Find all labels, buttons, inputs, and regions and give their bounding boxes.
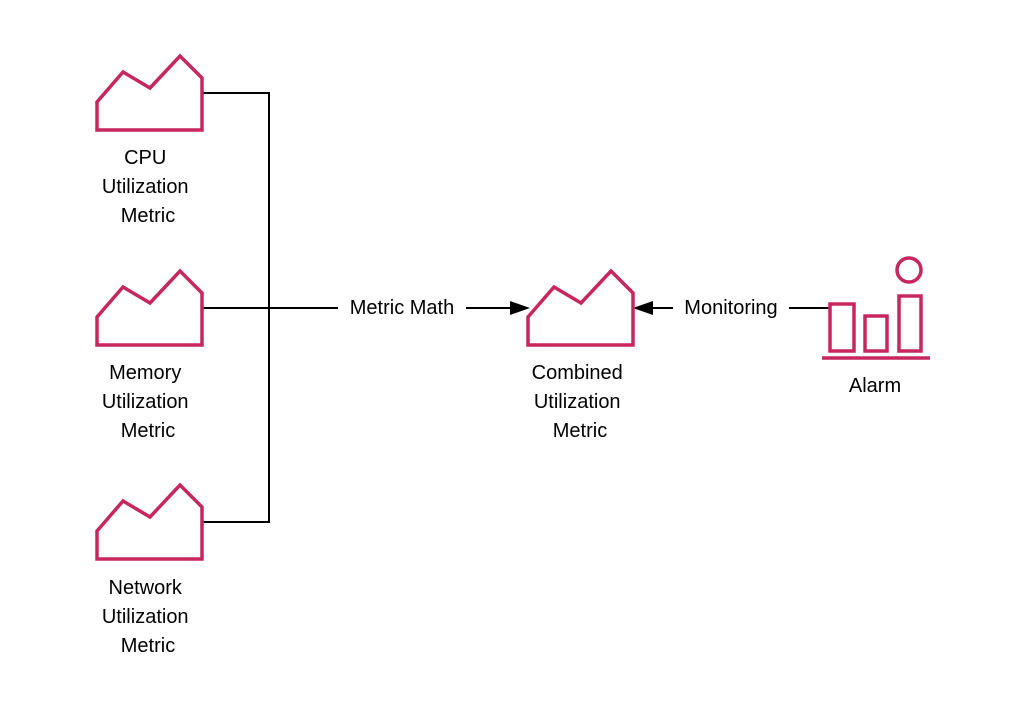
monitoring-label-bg [673,294,789,320]
metric-chart-icon [95,53,204,132]
metric-math-edge: Metric Math [269,294,530,320]
source-connectors [202,92,270,523]
metric-math-label-bg [338,294,466,320]
network-metric-node: Network Utilization Metric [95,482,204,657]
metric-math-label: Metric Math [350,297,454,319]
metric-chart-icon [95,268,204,347]
network-label: Network Utilization Metric [102,577,194,657]
alarm-label: Alarm [849,375,901,397]
metric-chart-icon [95,482,204,561]
monitoring-label: Monitoring [684,297,777,319]
combined-metric-node: Combined Utilization Metric [526,268,635,442]
memory-metric-node: Memory Utilization Metric [95,268,204,442]
combined-label: Combined Utilization Metric [532,362,629,442]
monitoring-arrowhead [633,301,653,315]
alarm-icon [822,256,930,360]
metric-math-arrowhead [510,301,530,315]
metric-chart-icon [526,268,635,347]
memory-label: Memory Utilization Metric [102,362,194,442]
cpu-label: CPU Utilization Metric [102,147,194,227]
monitoring-edge: Monitoring [633,294,830,320]
alarm-node: Alarm [822,256,930,397]
cpu-metric-node: CPU Utilization Metric [95,53,204,227]
